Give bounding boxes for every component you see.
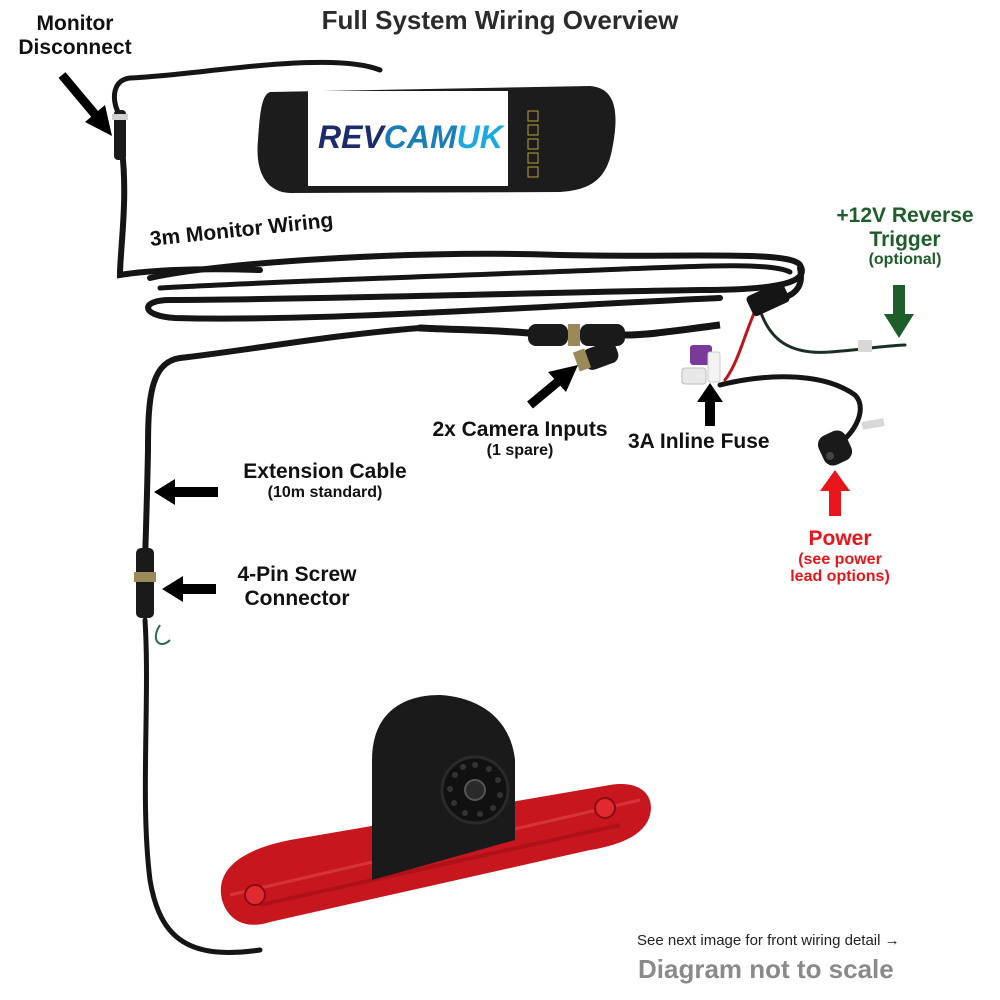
arrow-power (820, 470, 850, 516)
label-screw-connector-line2: Connector (244, 586, 350, 610)
label-reverse-trigger: +12V Reverse Trigger (optional) (805, 204, 1000, 269)
label-reverse-trigger-line2: Trigger (869, 227, 941, 251)
monitor-disconnect-cable (116, 147, 263, 279)
arrow-extension-cable (154, 479, 218, 505)
label-screw-connector: 4-Pin Screw Connector (222, 563, 372, 610)
page-title: Full System Wiring Overview (321, 5, 679, 35)
monitor-down-button[interactable] (527, 138, 539, 150)
arrow-screw-connector (162, 576, 216, 602)
camera-cable (142, 617, 263, 955)
label-monitor-disconnect-line2: Disconnect (18, 35, 132, 59)
monitor-mode-button[interactable] (527, 152, 539, 164)
ir-leds (447, 762, 503, 817)
label-extension-cable-length: (10m standard) (267, 483, 383, 501)
camera-lens (464, 779, 486, 801)
camera-input-connectors (528, 321, 721, 372)
harness-to-camera-inputs (416, 324, 544, 338)
label-camera-inputs-spare: (1 spare) (486, 441, 554, 459)
label-power-sub1: (see power (798, 550, 882, 568)
arrow-camera-inputs (527, 365, 578, 409)
label-reverse-trigger-line1: +12V Reverse (836, 204, 974, 227)
mirror-monitor: REVCAMUK (257, 86, 616, 193)
trigger-wire-tag (858, 340, 872, 352)
monitor-wiring-coil (145, 250, 805, 322)
footer-disclaimer: Diagram not to scale (638, 954, 894, 984)
label-screw-connector-line1: 4-Pin Screw (237, 563, 357, 586)
footer-note: See next image for front wiring detail → (637, 932, 900, 949)
arrows (58, 72, 914, 602)
inline-fuse (681, 345, 721, 385)
power-cable (717, 374, 863, 448)
arrow-inline-fuse (697, 383, 723, 426)
mount-hole-left (244, 884, 266, 906)
label-camera-inputs: 2x Camera Inputs (1 spare) (400, 418, 640, 459)
mount-hole-right (594, 797, 616, 819)
brand-logo: REVCAMUK (318, 119, 506, 155)
power-dc-socket (817, 418, 885, 466)
monitor-up-button[interactable] (527, 110, 539, 122)
label-reverse-trigger-optional: (optional) (868, 251, 942, 269)
label-inline-fuse: 3A Inline Fuse (628, 430, 770, 453)
monitor-lead-cable (111, 59, 383, 115)
monitor-wiring-coil-2 (157, 263, 793, 291)
label-power-line1: Power (808, 527, 872, 550)
screw-connector (134, 548, 171, 645)
label-power: Power (see power lead options) (765, 527, 915, 586)
harness-splitter (746, 281, 790, 317)
monitor-disconnect-connector (112, 110, 128, 160)
arrow-reverse-trigger (884, 285, 914, 338)
arrow-monitor-disconnect (58, 72, 112, 136)
monitor-buttons (527, 110, 539, 178)
monitor-menu-button[interactable] (527, 124, 539, 136)
label-monitor-disconnect-line1: Monitor (36, 12, 114, 35)
label-extension-cable-line1: Extension Cable (243, 460, 407, 483)
trigger-wire (758, 308, 907, 354)
label-monitor-disconnect: Monitor Disconnect (0, 12, 150, 59)
label-extension-cable: Extension Cable (10m standard) (225, 460, 425, 501)
label-camera-inputs-line1: 2x Camera Inputs (432, 418, 608, 441)
label-power-sub2: lead options) (790, 568, 890, 586)
extension-cable (142, 325, 423, 563)
monitor-screen (308, 91, 508, 186)
monitor-power-button[interactable] (527, 166, 539, 178)
brake-light-camera (220, 695, 651, 925)
